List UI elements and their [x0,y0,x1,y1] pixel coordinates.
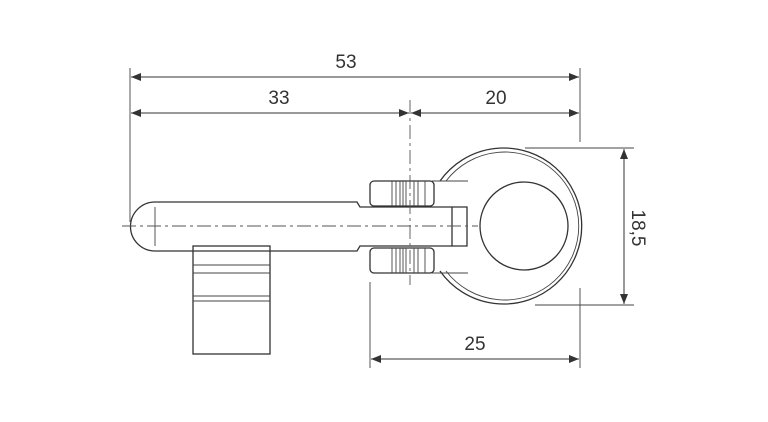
dim-label-diameter: 18,5 [627,210,648,247]
dim-label-head: 20 [485,88,506,109]
dim-label-shaft: 33 [268,88,289,109]
ring-hole [479,181,569,271]
key-bit [192,245,271,355]
dim-label-width: 25 [464,334,485,355]
extension-lines [129,68,634,368]
key-ring-head [432,147,583,305]
key-hinge-knuckles [369,180,435,274]
knurling [391,181,426,273]
key-shaft [129,201,468,252]
dim-label-overall: 53 [335,52,356,73]
